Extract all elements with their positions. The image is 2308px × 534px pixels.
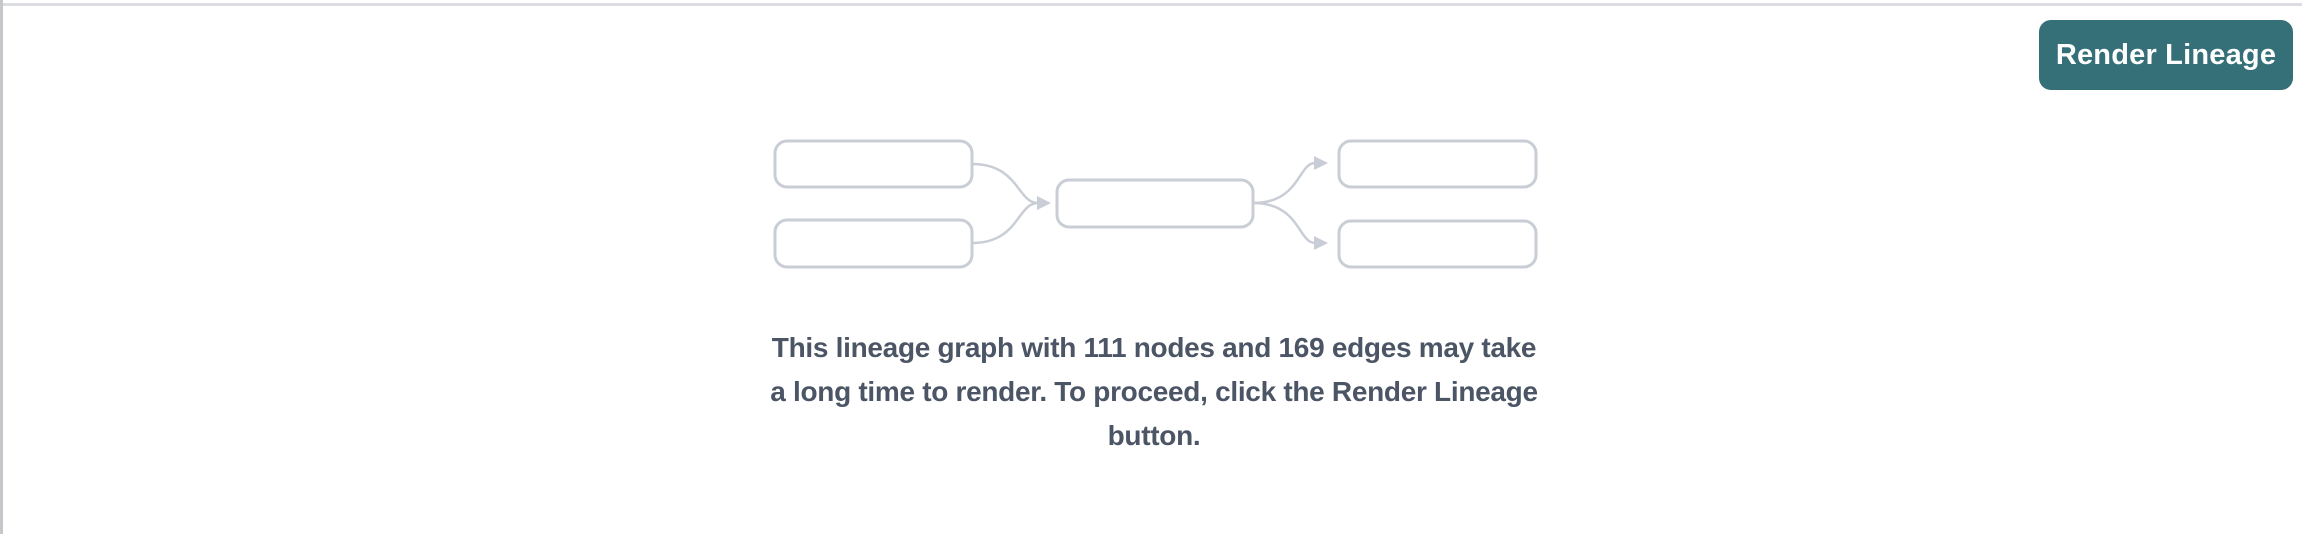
placeholder-node-downstream-2 xyxy=(1337,219,1538,269)
message-line-2: a long time to render. To proceed, click… xyxy=(770,376,1538,407)
message-line-1: This lineage graph with 111 nodes and 16… xyxy=(771,332,1537,363)
arrowhead-into-downstream-2 xyxy=(1314,236,1328,250)
edge-center-to-downstream-2 xyxy=(1251,201,1317,245)
panel-left-border xyxy=(0,0,3,534)
edge-center-to-downstream-1 xyxy=(1251,161,1317,205)
lineage-placeholder-graphic xyxy=(773,139,1539,269)
placeholder-node-downstream-1 xyxy=(1337,139,1538,189)
edge-upstream-1-to-center xyxy=(970,162,1040,205)
render-lineage-button[interactable]: Render Lineage xyxy=(2039,20,2293,90)
arrowhead-into-downstream-1 xyxy=(1314,156,1328,170)
edge-upstream-2-to-center xyxy=(970,201,1040,245)
arrowhead-into-center xyxy=(1037,196,1051,210)
lineage-placeholder-svg xyxy=(773,139,1538,269)
placeholder-node-center xyxy=(1055,178,1255,229)
placeholder-node-upstream-2 xyxy=(773,218,974,269)
placeholder-node-upstream-1 xyxy=(773,139,974,189)
message-line-3: button. xyxy=(1107,420,1201,451)
panel-top-border xyxy=(3,3,2302,6)
render-warning-message: This lineage graph with 111 nodes and 16… xyxy=(654,326,1654,458)
